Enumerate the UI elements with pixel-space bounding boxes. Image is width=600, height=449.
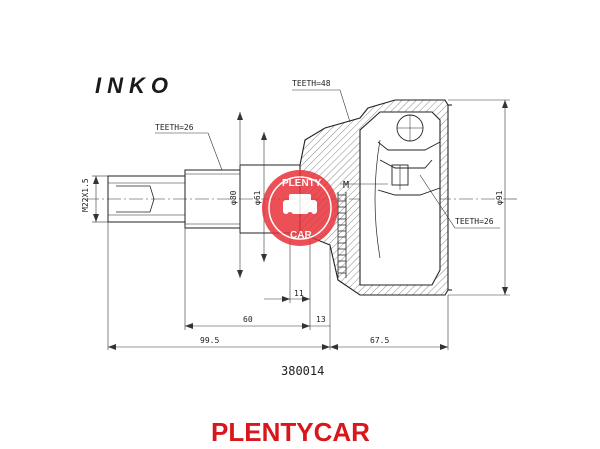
inner-race [374,114,441,259]
dim-11: 11 [294,289,304,298]
dimension-lines [92,89,510,350]
label-teeth-48: TEETH=48 [292,79,331,88]
plentycar-watermark: PLENTY CAR [262,170,338,246]
arrowheads [93,100,508,350]
label-m-marker: M [343,180,349,191]
label-thread: M22X1.5 [81,178,90,212]
dim-60: 60 [243,315,253,324]
watermark-text-top: PLENTY [282,178,322,189]
outer-housing [299,99,452,296]
label-teeth-26-inner: TEETH=26 [455,217,494,226]
dim-13: 13 [316,315,326,324]
label-dia-91: φ91 [495,190,504,205]
footer-brand: PLENTYCAR [211,417,370,447]
label-dia-80: φ80 [229,190,238,205]
watermark-text-bottom: CAR [290,230,312,241]
dim-99-5: 99.5 [200,336,219,345]
label-teeth-26-shaft: TEETH=26 [155,123,194,132]
car-icon [283,200,317,214]
inko-logo: INKO [95,73,174,98]
abs-ring [337,192,347,278]
dim-67-5: 67.5 [370,336,389,345]
part-number: 380014 [281,364,324,378]
label-dia-61: φ61 [253,190,262,205]
